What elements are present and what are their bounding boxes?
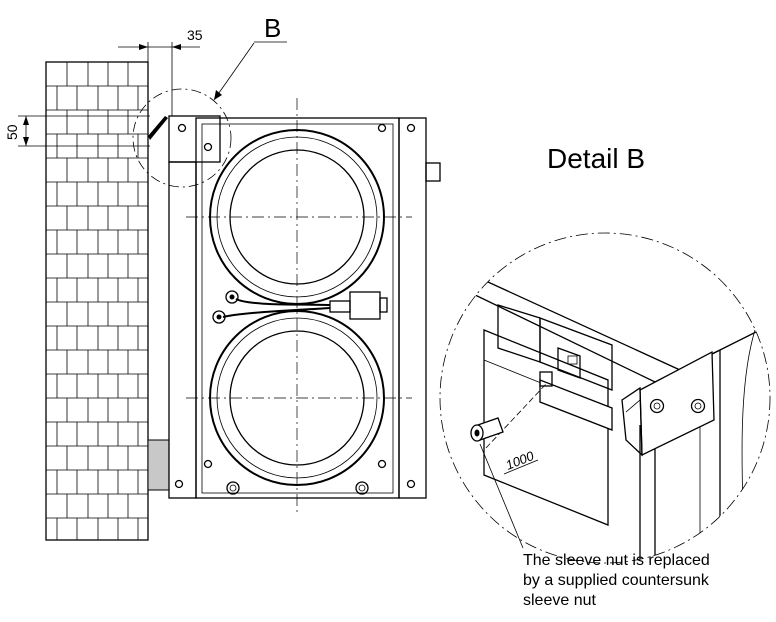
callout-b-label: B [264, 13, 281, 43]
callout-b: B [132, 13, 287, 188]
unit-housing [195, 117, 400, 499]
right-rail [398, 117, 427, 499]
left-rail [168, 161, 197, 499]
dimension-35: 35 [118, 27, 203, 120]
detail-b-view: 1000 [439, 232, 771, 564]
detail-part-label: 1000 [504, 448, 537, 473]
dimension-50: 50 [4, 115, 150, 147]
note-leader [479, 443, 524, 549]
detail-b-title: Detail B [547, 143, 645, 174]
note-line-1: The sleeve nut is replaced [523, 552, 710, 569]
countersunk-sleeve-nut [470, 417, 504, 442]
wall-infill-patch [147, 439, 170, 491]
detail-b-circle [132, 88, 232, 188]
note-line-2: by a supplied countersunk [523, 572, 710, 589]
note-line-3: sleeve nut [523, 592, 596, 609]
unit-front-view [148, 98, 441, 512]
bottom-knobs [226, 481, 369, 495]
dimension-50-label: 50 [4, 124, 20, 140]
cable-connector [212, 290, 388, 324]
sleeve-nut-note: The sleeve nut is replaced by a supplied… [523, 552, 710, 609]
dimension-35-label: 35 [187, 27, 203, 43]
mounting-bracket [168, 115, 221, 163]
